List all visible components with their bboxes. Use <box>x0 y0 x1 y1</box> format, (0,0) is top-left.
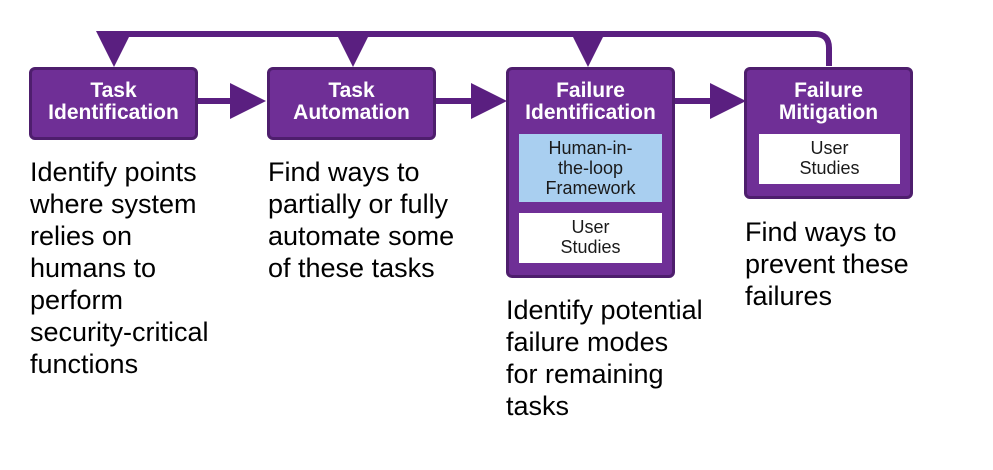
stage-title-failure-identification: Failure Identification <box>525 79 656 124</box>
description-failure-mitigation: Find ways to prevent these failures <box>745 217 909 311</box>
stage-task-automation: Task Automation <box>267 67 436 140</box>
stage-task-identification: Task Identification <box>29 67 198 140</box>
sub-box-user-studies: User Studies <box>519 213 662 263</box>
feedback-loop-line <box>96 31 832 67</box>
sub-box-user-studies: User Studies <box>759 134 900 184</box>
description-task-identification: Identify points where system relies on h… <box>30 157 209 379</box>
description-task-automation: Find ways to partially or fully automate… <box>268 157 455 283</box>
description-failure-identification: Identify potential failure modes for rem… <box>506 295 703 421</box>
stage-title-task-automation: Task Automation <box>293 79 410 124</box>
stage-title-failure-mitigation: Failure Mitigation <box>778 79 879 124</box>
feedback-branch-task-automation <box>335 31 371 67</box>
feedback-branch-failure-identification <box>570 31 606 67</box>
stage-failure-identification: Failure Identification Human-in- the-loo… <box>506 67 675 278</box>
stage-title-task-identification: Task Identification <box>48 79 179 124</box>
stage-failure-mitigation: Failure Mitigation User Studies <box>744 67 913 199</box>
sub-box-human-in-the-loop-framework: Human-in- the-loop Framework <box>519 134 662 202</box>
